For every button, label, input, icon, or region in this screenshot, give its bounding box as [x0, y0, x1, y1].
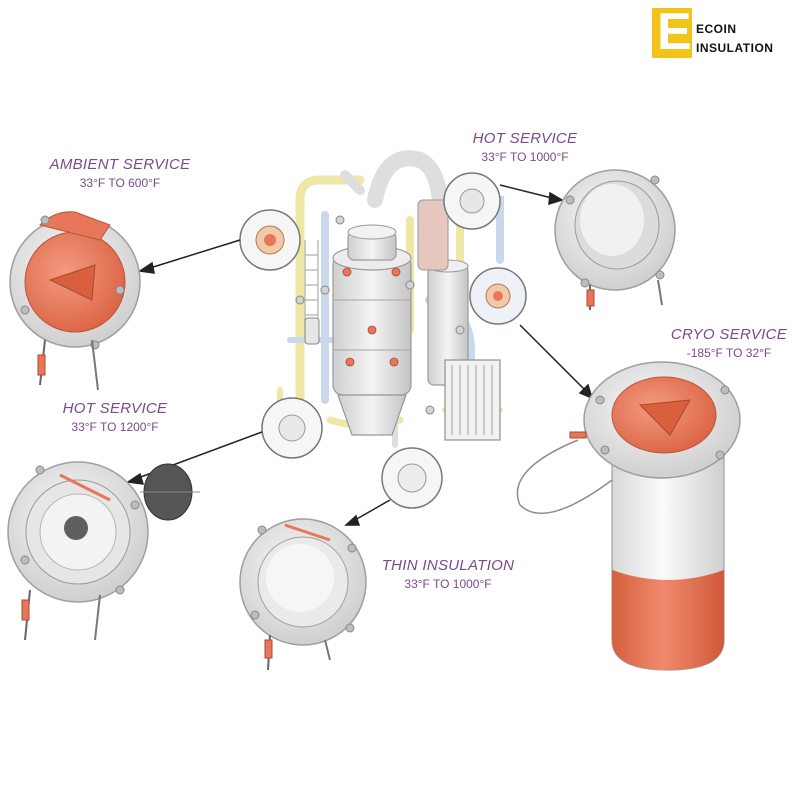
- callout-circle-thin: [381, 447, 443, 509]
- label-thin-title: THIN INSULATION: [381, 557, 515, 574]
- callout-circle-ambient: [239, 209, 301, 271]
- hot-service-plug-top: [554, 169, 676, 310]
- label-hot-top-range: 33°F TO 1000°F: [481, 150, 569, 164]
- cryo-service-plug: [516, 361, 741, 671]
- ambient-service-plug: [9, 211, 141, 391]
- logo-mark: E: [652, 4, 692, 60]
- label-hot-left-range: 33°F TO 1200°F: [71, 420, 159, 434]
- label-hot-top-title: HOT SERVICE: [472, 130, 578, 147]
- callout-circles: [239, 172, 527, 509]
- logo-text-ecoin: ECOIN: [696, 22, 737, 36]
- label-cryo-range: -185°F TO 32°F: [686, 346, 772, 360]
- hot-service-plug-left: [7, 461, 200, 641]
- label-thin-insulation: THIN INSULATION 33°F TO 1000°F: [368, 557, 528, 591]
- label-ambient-service: AMBIENT SERVICE 33°F TO 600°F: [40, 156, 200, 190]
- label-ambient-title: AMBIENT SERVICE: [49, 156, 191, 173]
- heat-exchanger: [444, 359, 501, 441]
- leader-arrows: [125, 184, 594, 526]
- main-vessel: [332, 254, 412, 396]
- brand-logo: E ECOIN INSULATION: [652, 4, 792, 64]
- label-thin-range: 33°F TO 1000°F: [404, 577, 492, 591]
- process-plant-illustration: [277, 150, 504, 448]
- label-cryo-title: CRYO SERVICE: [670, 326, 788, 343]
- label-ambient-range: 33°F TO 600°F: [79, 176, 161, 190]
- callout-circle-hot-top: [443, 172, 501, 230]
- label-hot-service-top: HOT SERVICE 33°F TO 1000°F: [455, 130, 595, 164]
- logo-text-insulation: INSULATION: [696, 41, 774, 55]
- callout-circle-hot-left: [261, 397, 323, 459]
- thin-insulation-plug: [239, 518, 367, 671]
- callout-circle-cryo: [469, 267, 527, 325]
- label-cryo-service: CRYO SERVICE -185°F TO 32°F: [662, 326, 796, 360]
- label-hot-left-title: HOT SERVICE: [62, 400, 168, 417]
- label-hot-service-left: HOT SERVICE 33°F TO 1200°F: [45, 400, 185, 434]
